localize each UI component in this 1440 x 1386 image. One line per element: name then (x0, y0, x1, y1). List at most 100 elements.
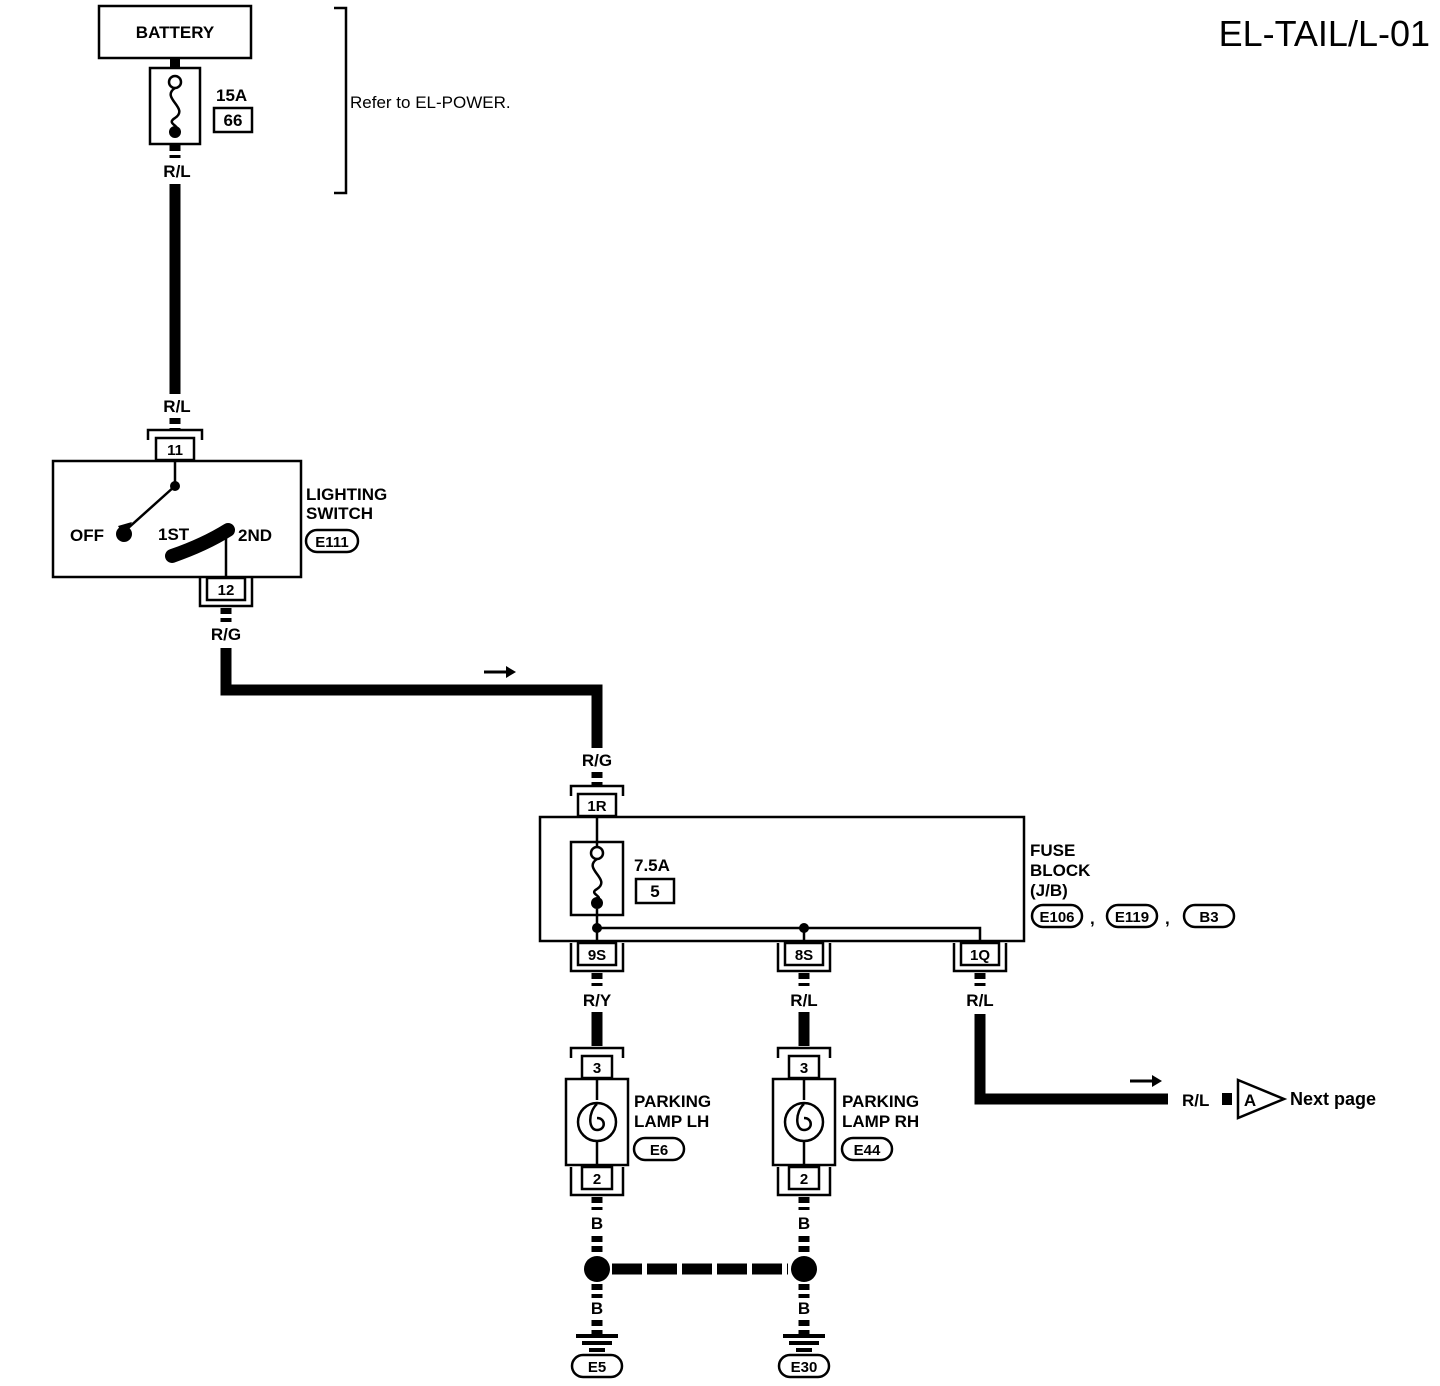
bus-junction-9s (592, 923, 602, 933)
rh-top-shell (776, 1046, 832, 1058)
fuse-in-connector-shell (569, 784, 625, 796)
flow-arrow-icon (484, 666, 516, 678)
lh-connector: E6 (650, 1142, 668, 1159)
switch-pos-2nd: 2ND (238, 526, 272, 545)
lh-pin-3: 3 (593, 1060, 601, 1077)
lighting-switch: 11 OFF 1ST 2ND 12 LIGHTING SWITCH E111 (51, 428, 387, 608)
fuse-terminal-closed (169, 126, 181, 138)
lh-label-2: LAMP LH (634, 1112, 709, 1131)
refer-bracket (334, 6, 348, 195)
ground-icon (783, 1334, 825, 1352)
main-fuse-rating: 15A (216, 86, 247, 105)
wire-to-next-page (974, 1014, 1168, 1105)
wire-color-lh-feed: R/Y (583, 991, 612, 1010)
bulb-icon (576, 1101, 618, 1143)
pin-9s-shell (569, 943, 625, 973)
fuse-block-pin-1q: 1Q (970, 947, 990, 964)
battery: BATTERY (97, 4, 253, 60)
wire-color-lh-ground-upper: B (591, 1214, 603, 1233)
fuse-block: 1R 7.5A 5 9S 8S 1Q FUSE BLOCK (J/B) E106… (538, 784, 1236, 973)
wire-color-switch-out: R/G (211, 625, 241, 644)
wire-color-next-feed: R/L (966, 991, 993, 1010)
fuse-block-connector-1: E106 (1039, 909, 1074, 926)
fuse-block-connector-3: B3 (1199, 909, 1218, 926)
switch-pin-12: 12 (218, 582, 235, 599)
pin-1q-box (959, 941, 1001, 967)
fuse-5-element-icon (591, 857, 603, 902)
fuse-block-label-2: BLOCK (1030, 861, 1091, 880)
fuse-5-terminal-closed (591, 897, 603, 909)
switch-in-connector-shell (146, 428, 204, 440)
switch-lever (125, 485, 176, 531)
switch-out-pin-box (205, 576, 247, 602)
fuse-5-number-box (634, 877, 676, 905)
next-page-terminal (1222, 1093, 1232, 1105)
next-page-connector-triangle[interactable] (1236, 1078, 1288, 1120)
battery-label: BATTERY (136, 23, 215, 42)
rh-pin-2-box (787, 1165, 821, 1191)
switch-on-contact-arc (165, 523, 235, 563)
next-page-connector-letter: A (1244, 1091, 1256, 1110)
main-fuse-number: 66 (224, 111, 243, 130)
lighting-switch-connector-badge (304, 528, 360, 554)
fuse-block-connector-badge-1 (1030, 903, 1084, 929)
battery-box (97, 4, 253, 60)
rh-pin-3: 3 (800, 1060, 808, 1077)
rh-pin-2: 2 (800, 1171, 808, 1188)
lighting-switch-connector: E111 (315, 534, 348, 551)
lh-label-1: PARKING (634, 1092, 711, 1111)
rh-label-2: LAMP RH (842, 1112, 919, 1131)
bulb-icon (783, 1101, 825, 1143)
main-fuse: 15A 66 (148, 66, 254, 146)
refer-note: Refer to EL-POWER. (350, 93, 511, 112)
pin-1q-shell (952, 943, 1008, 973)
parking-lamp-rh: 3 2 PARKING LAMP RH E44 (771, 1046, 919, 1197)
switch-pos-1st: 1ST (158, 525, 190, 544)
fuse-block-pin-8s: 8S (795, 947, 813, 964)
fuse-terminal-open (167, 74, 183, 90)
fuse-block-connector-badge-3 (1182, 903, 1236, 929)
fuse-block-connector-badge-2 (1105, 903, 1159, 929)
bus-junction-8s (799, 923, 809, 933)
flow-arrow-icon (1130, 1075, 1162, 1087)
fuse-block-connector-2: E119 (1115, 909, 1149, 926)
fuse-block-pin-1r: 1R (587, 798, 606, 815)
lh-pin-2: 2 (593, 1171, 601, 1188)
wire-color-rh-ground-lower: B (798, 1299, 810, 1318)
rh-connector-badge (840, 1136, 894, 1162)
fuse-block-pin-9s: 9S (588, 947, 606, 964)
fuse-block-label-1: FUSE (1030, 841, 1075, 860)
fuse-5-number: 5 (650, 882, 659, 901)
wire-switch-to-fuse-block (220, 648, 603, 748)
lh-connector-badge (632, 1136, 686, 1162)
bulb-filament-icon (796, 1103, 812, 1132)
lighting-switch-label-2: SWITCH (306, 504, 373, 523)
wire-color-battery-out: R/L (163, 162, 190, 181)
connector-separator: , (1165, 909, 1170, 928)
rh-bottom-shell (776, 1167, 832, 1197)
wire-color-rh-ground-upper: B (798, 1214, 810, 1233)
wire-color-lh-ground-lower: B (591, 1299, 603, 1318)
switch-out-connector-shell (198, 578, 254, 608)
fuse-5-rating: 7.5A (634, 856, 670, 875)
rh-label-1: PARKING (842, 1092, 919, 1111)
wire-color-rh-feed: R/L (790, 991, 817, 1010)
switch-pin-11: 11 (167, 442, 183, 459)
lh-top-shell (569, 1046, 625, 1058)
ground-left: E5 (588, 1359, 606, 1376)
fuse-5-terminal-open (589, 845, 605, 861)
wire-color-next-page: R/L (1182, 1091, 1209, 1110)
lighting-switch-label-1: LIGHTING (306, 485, 387, 504)
ground-left-badge (570, 1353, 624, 1379)
rh-connector: E44 (854, 1142, 881, 1159)
lh-bottom-shell (569, 1167, 625, 1197)
lh-pin-2-box (580, 1165, 614, 1191)
lh-ground-splice (584, 1256, 610, 1282)
ground-right: E30 (791, 1359, 818, 1376)
bulb-filament-icon (589, 1103, 605, 1132)
fuse-block-bus (597, 926, 982, 941)
next-page-link[interactable]: Next page (1290, 1089, 1376, 1109)
ground-right-badge (777, 1353, 831, 1379)
pin-8s-shell (776, 943, 832, 973)
